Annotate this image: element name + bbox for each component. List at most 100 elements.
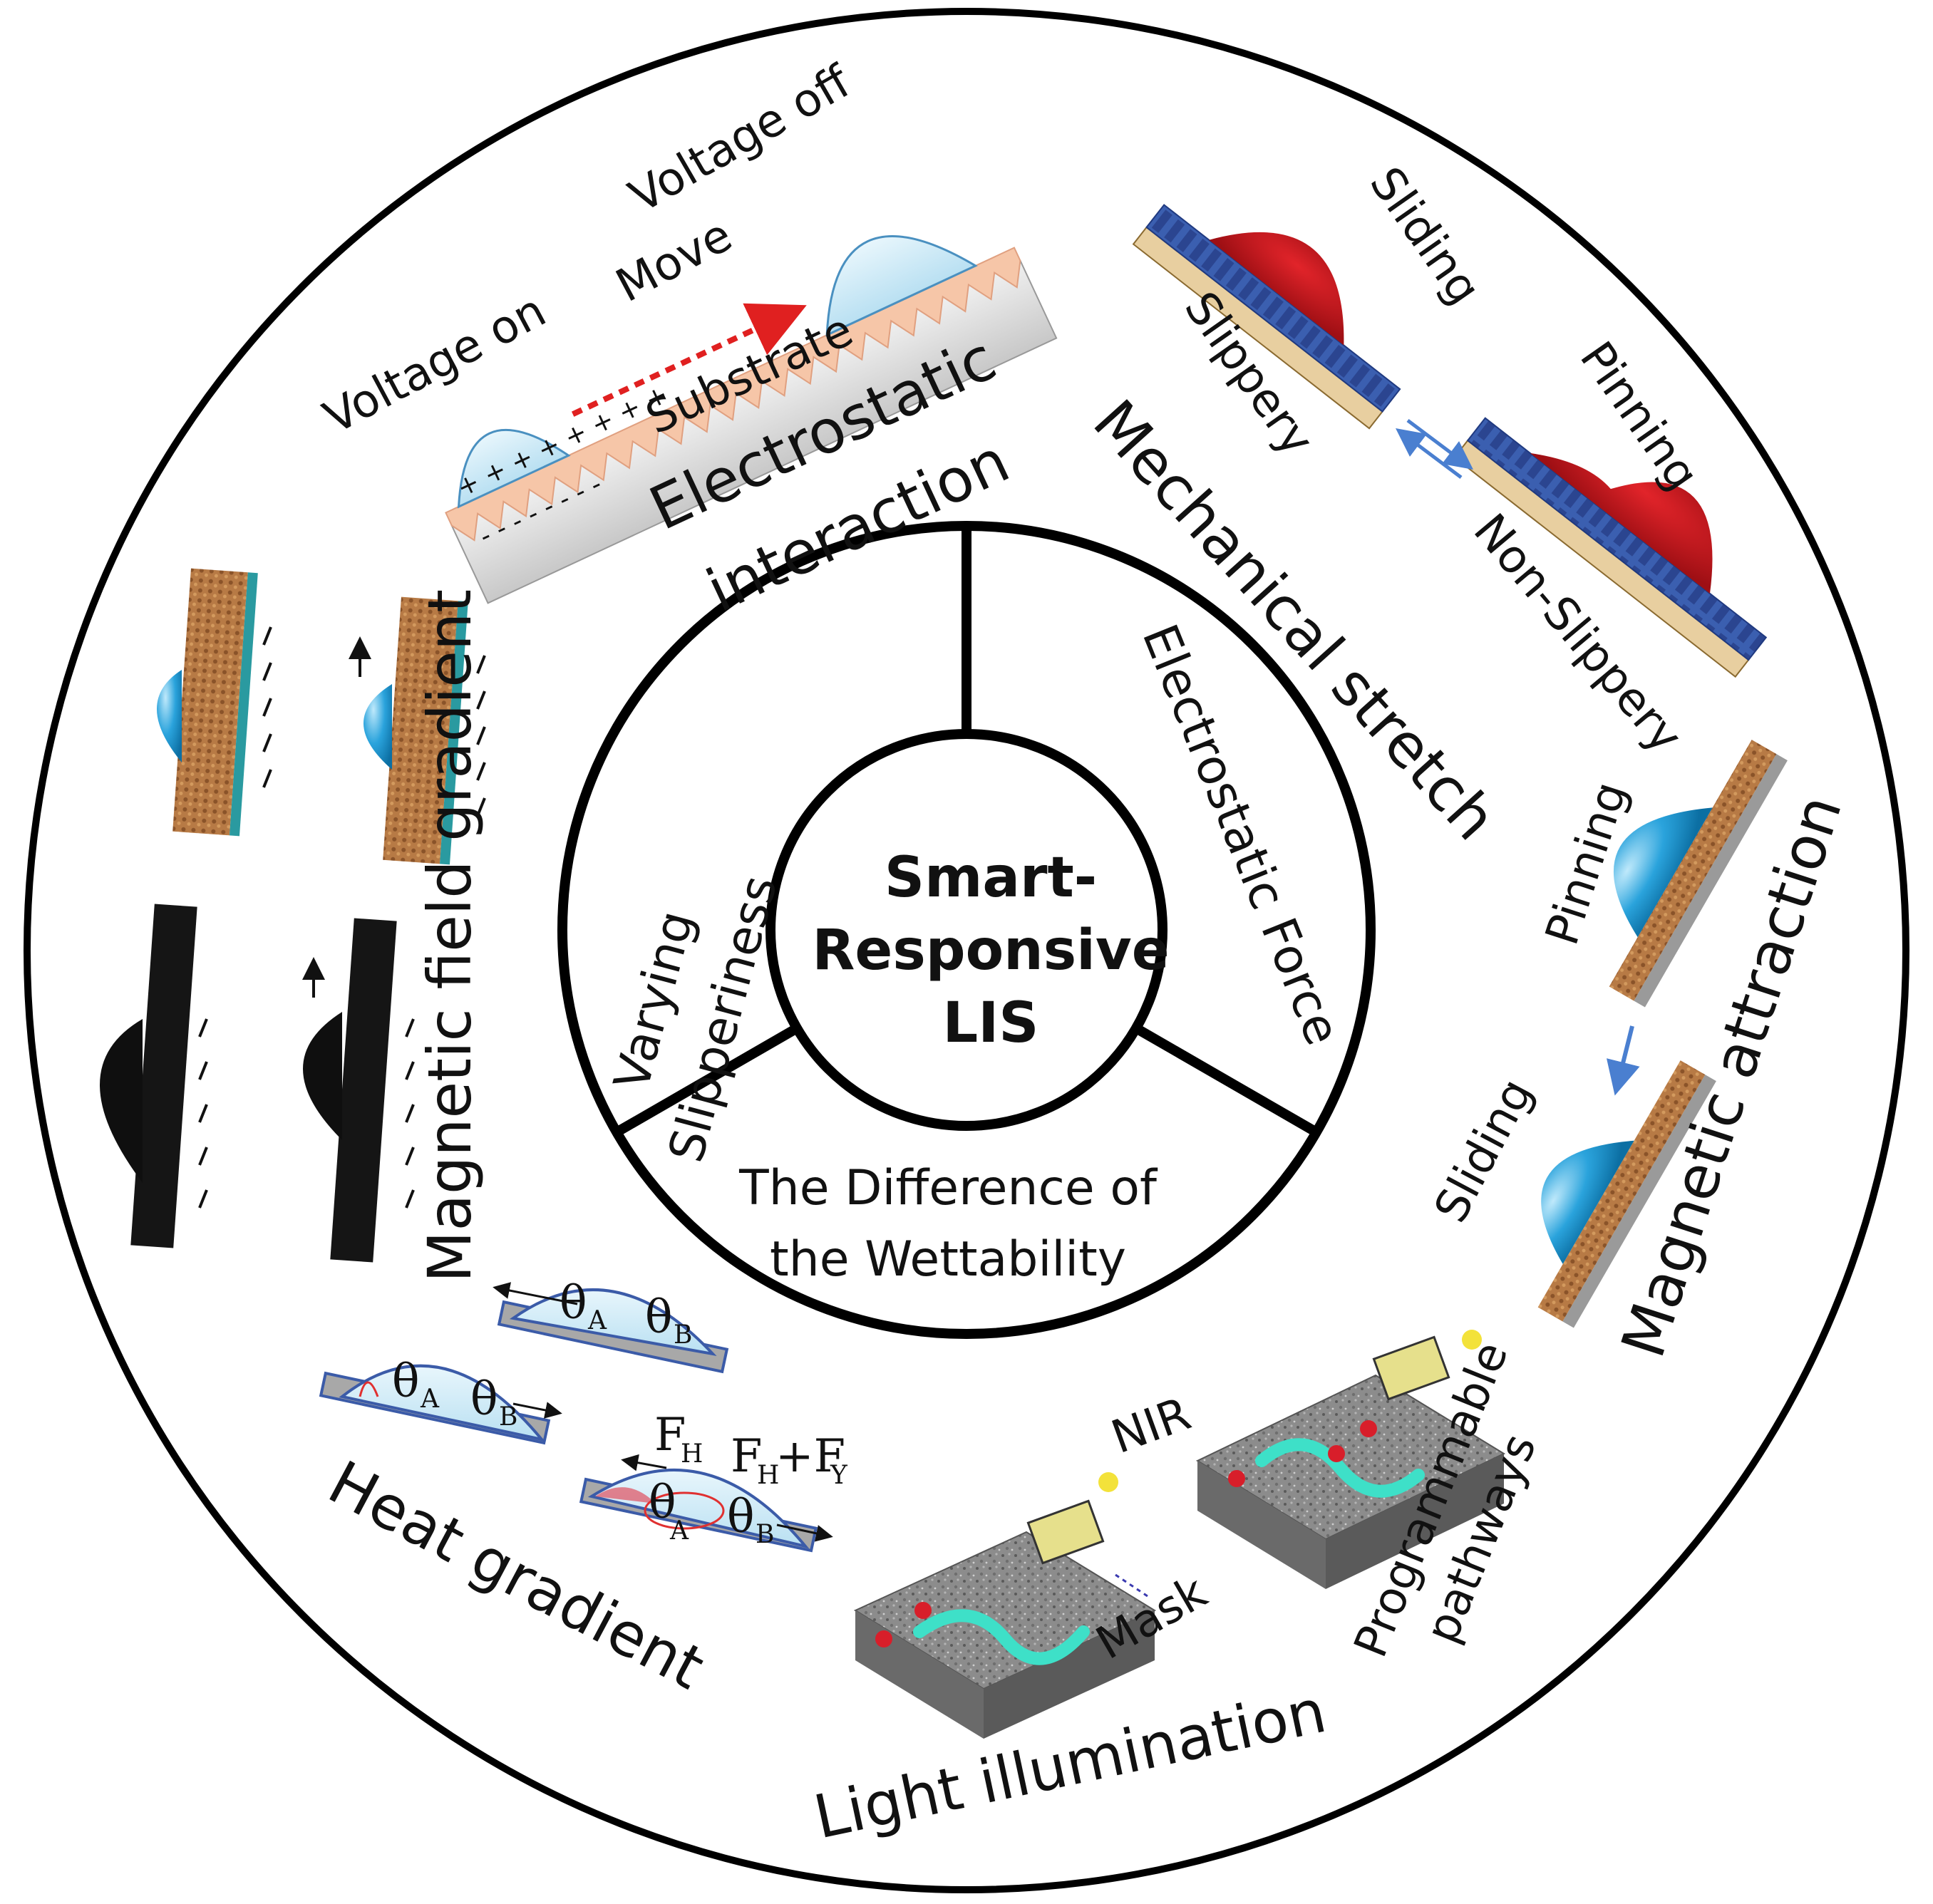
theta-b-top: θ — [645, 1291, 673, 1344]
heat-hot-zone — [595, 1487, 656, 1504]
red-dot-left-1 — [875, 1630, 892, 1647]
heat-arrow-right — [776, 1523, 833, 1542]
mag-droplet-2 — [364, 684, 392, 770]
outer-ring — [24, 8, 1909, 1893]
heat-flame-left — [359, 1381, 379, 1397]
slab-side-front — [984, 1610, 1155, 1739]
teal-edge-1 — [229, 572, 258, 837]
fhfy-plus: +F — [775, 1430, 845, 1483]
droplet-voltage-off — [825, 235, 978, 337]
center-line-2: Responsive — [812, 919, 1169, 983]
blue-droplet-sliding — [1541, 1140, 1634, 1264]
fhfy-label: F — [731, 1430, 762, 1483]
light-drop-right — [1462, 1330, 1482, 1350]
programmable-slab — [1195, 1330, 1506, 1589]
sliding-label-mag: Sliding — [1425, 1070, 1544, 1231]
brown-plate-1 — [172, 568, 248, 836]
heat-droplet-right — [587, 1469, 810, 1549]
theta-b-sub-left: B — [499, 1402, 517, 1432]
theta-b-right: θ — [727, 1491, 755, 1543]
field-lines — [198, 626, 486, 1209]
light-drop-left — [1098, 1472, 1118, 1492]
voltage-on-label: Voltage on — [316, 284, 555, 445]
brown-layer-top — [1609, 740, 1777, 1001]
electrostatic-illustration: + + + + + + + + - - - - - - - - — [445, 235, 1058, 604]
light-title: Light illumination — [808, 1676, 1332, 1853]
mag-panel-3 — [100, 904, 197, 1248]
heat-droplet-left — [339, 1364, 546, 1442]
red-dot-right-2 — [1360, 1420, 1377, 1437]
segment-wettability-line-2: the Wettability — [770, 1231, 1126, 1288]
slab-side-front-right — [1326, 1454, 1504, 1589]
segment-divider-left — [614, 1023, 800, 1137]
theta-a-sub-right: A — [669, 1516, 689, 1546]
mask-card-right — [1372, 1335, 1450, 1401]
blue-droplet-pinning — [1613, 807, 1713, 938]
mechanical-title: Mechanical stretch — [1080, 387, 1510, 854]
magnet-plate-top — [1634, 754, 1788, 1008]
segment-varying-slipperiness: Varying Slipperiness — [604, 870, 788, 1168]
black-plate-4 — [330, 918, 397, 1263]
segment-divider-right — [1133, 1023, 1319, 1137]
nir-slab — [853, 1472, 1157, 1739]
sliding-magnet-illustration — [1537, 1060, 1716, 1328]
theta-b-sub-top: B — [674, 1320, 692, 1350]
mask-pointer — [1115, 1573, 1148, 1598]
red-dot-right-1 — [1328, 1445, 1345, 1462]
theta-b-sub-right: B — [756, 1520, 774, 1549]
magnet-plate-bottom — [1562, 1075, 1716, 1328]
mask-card-left — [1026, 1499, 1105, 1565]
electrostatic-peach-layer — [445, 247, 1021, 542]
fh-sub: H — [681, 1439, 703, 1469]
segment-wettability: The Difference of the Wettability — [738, 1160, 1158, 1288]
heat-right-illustration: θ A θ B F H F H +F Y — [579, 1409, 848, 1553]
heat-top-illustration: θ A θ B — [493, 1277, 729, 1374]
heat-droplet-top — [509, 1288, 717, 1357]
light-section: NIR Mask Programmable pathways Light ill… — [808, 1330, 1547, 1853]
heat-section: θ A θ B θ A θ B θ A θ B F H — [318, 1277, 848, 1703]
cyan-path-right — [1255, 1438, 1425, 1498]
magnet-switch-arrow — [1606, 1025, 1640, 1096]
red-droplet-sliding — [1209, 232, 1344, 346]
heat-arrow-right-left — [512, 1402, 562, 1419]
black-plate-3 — [130, 904, 197, 1248]
theta-a-left: θ — [392, 1355, 420, 1408]
center-line-3: LIS — [943, 991, 1039, 1055]
magnetic-gradient-title: Magnetic field gradient — [415, 589, 485, 1283]
move-arrow — [571, 303, 807, 417]
theta-a-top: θ — [560, 1277, 587, 1330]
mag-panel-1 — [157, 568, 258, 837]
cyan-path-left — [913, 1609, 1090, 1665]
heat-left-illustration: θ A θ B — [319, 1355, 562, 1445]
slippery-illustration — [1132, 204, 1401, 430]
pinning-magnet-illustration — [1609, 740, 1788, 1008]
droplet-voltage-on — [457, 428, 571, 509]
fhfy-sub-1: H — [757, 1461, 779, 1490]
magnetic-gradient-section: Magnetic field gradient — [100, 568, 486, 1283]
switch-arrow-up — [1396, 428, 1463, 479]
black-droplet-4 — [303, 1012, 342, 1140]
brown-plate-2 — [383, 596, 458, 864]
teal-edge-2 — [439, 601, 468, 865]
theta-a-right: θ — [649, 1476, 676, 1529]
theta-a-sub-left: A — [420, 1385, 440, 1414]
sliding-label: Sliding — [1359, 158, 1490, 314]
non-slippery-comb — [1466, 417, 1768, 661]
nir-label: NIR — [1105, 1387, 1197, 1464]
mag-panel-2 — [349, 596, 468, 865]
mag-panel-4 — [302, 918, 397, 1263]
heat-flow-ellipse — [644, 1491, 725, 1530]
center-line-1: Smart- — [885, 846, 1097, 910]
theta-a-sub-top: A — [587, 1306, 607, 1335]
segment-wettability-line-1: The Difference of — [738, 1160, 1158, 1216]
red-droplet-pinning — [1530, 452, 1713, 594]
brown-layer-bottom — [1537, 1060, 1706, 1322]
fhfy-sub-2: Y — [830, 1461, 848, 1490]
move-label: Move — [608, 209, 741, 313]
theta-b-left: θ — [470, 1373, 498, 1426]
red-dot-right-3 — [1228, 1470, 1245, 1487]
fh-label: F — [654, 1409, 686, 1461]
red-dot-left-2 — [914, 1602, 932, 1619]
electrostatic-section: + + + + + + + + - - - - - - - - Voltage … — [316, 55, 1058, 626]
